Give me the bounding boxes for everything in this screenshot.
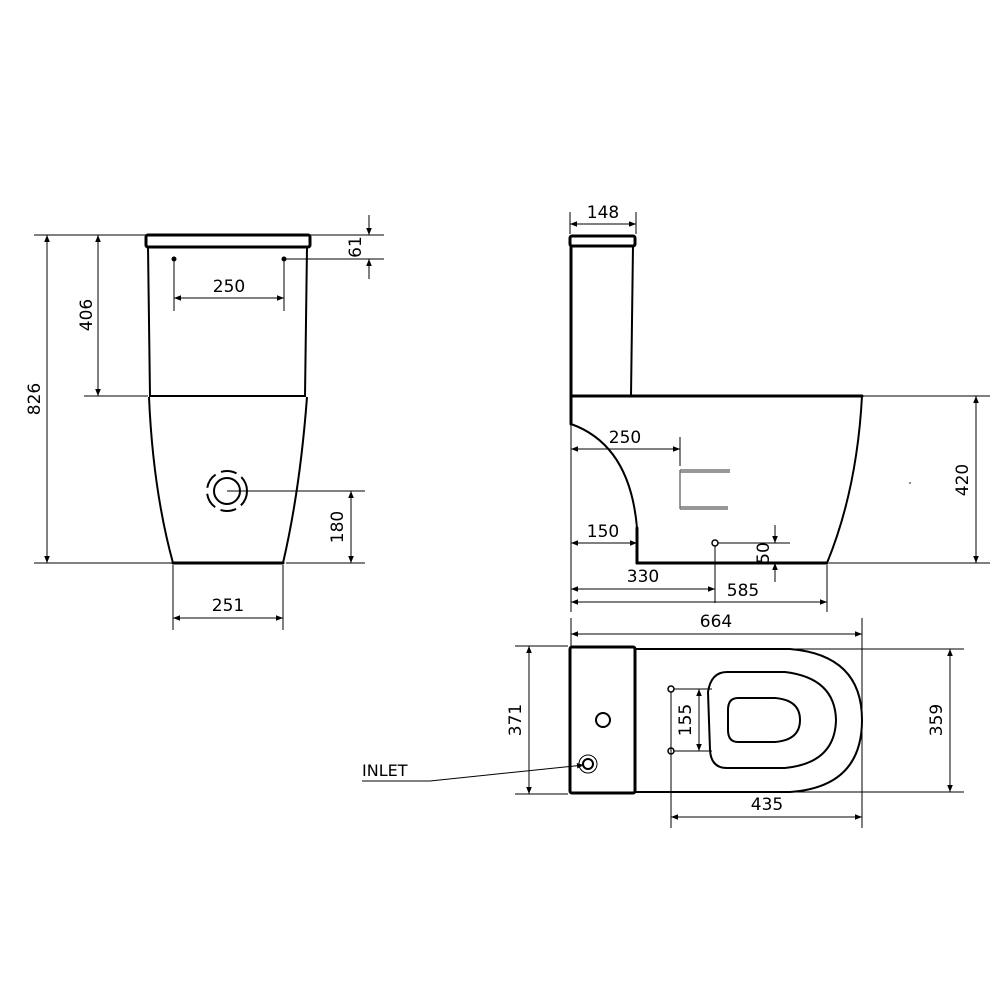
dim-overall-length: 664 [700, 612, 732, 632]
dim-pan-height: 420 [953, 464, 973, 496]
dim-base-recess: 150 [587, 522, 619, 542]
dim-cistern-width: 371 [506, 704, 526, 736]
dim-base-length: 585 [727, 581, 759, 601]
dim-lid-thickness: 61 [346, 236, 366, 258]
hinge-point-top [667, 685, 675, 693]
pan-front-curve [826, 395, 863, 564]
dim-waste-pipe-distance: 250 [609, 428, 641, 448]
cistern-lid [144, 233, 312, 249]
dim-outlet-distance: 330 [627, 567, 659, 587]
cistern-body [147, 246, 308, 397]
side-view: 148 250 150 50 330 585 420 664 [568, 203, 990, 648]
inlet-label: INLET [362, 761, 408, 780]
dim-inlet-height: 180 [328, 511, 348, 543]
flush-button-icon [595, 712, 611, 728]
dim-base-width: 251 [212, 596, 244, 616]
top-view: 155 435 359 371 INLET [362, 640, 964, 828]
dim-outlet-height: 50 [754, 542, 774, 564]
waste-pipe-outline [679, 469, 730, 510]
dim-hinge-to-front: 435 [751, 795, 783, 815]
dim-cistern-depth: 148 [587, 203, 619, 223]
dim-bowl-width: 359 [927, 704, 947, 736]
pan-back-curve [570, 423, 638, 529]
seat-opening [727, 697, 802, 743]
dim-cistern-height: 406 [77, 299, 97, 331]
cistern-top [568, 645, 637, 795]
cistern-lid-side [568, 234, 637, 248]
seat-outline [706, 671, 838, 769]
dim-overall-height: 826 [25, 383, 45, 415]
pan-body [148, 396, 308, 564]
dim-seat-hinge-spacing: 155 [676, 704, 696, 736]
bowl-outline [635, 648, 864, 793]
inlet-point-icon [578, 754, 598, 774]
dim-button-spacing: 250 [213, 277, 245, 297]
front-view: 250 61 826 406 180 251 [25, 215, 384, 630]
outlet-center-point [711, 539, 719, 547]
